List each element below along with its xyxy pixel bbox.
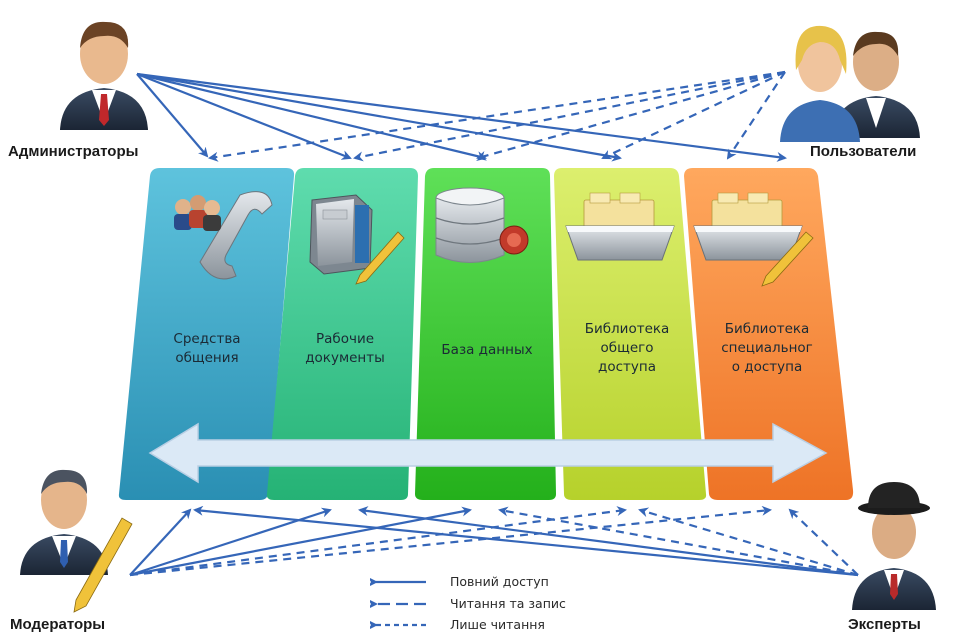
- experts-label: Эксперты: [848, 616, 921, 633]
- legend-read-write: Читання та запис: [450, 596, 566, 611]
- column-label-public-library: Библиотека общего доступа: [584, 321, 670, 375]
- people-phone-icon: [174, 191, 273, 280]
- legend-read-only: Лише читання: [450, 617, 545, 632]
- column-label-database: База данных: [441, 342, 533, 358]
- legend-full-access: Повний доступ: [450, 574, 549, 589]
- column-label-work-documents: Рабочие документы: [305, 331, 385, 366]
- users-label: Пользователи: [810, 143, 917, 160]
- column-communication: [118, 168, 295, 500]
- database-icon: [435, 187, 529, 263]
- address-book-icon: [309, 194, 405, 285]
- users-avatar-icon: [780, 25, 920, 142]
- moderator-avatar-icon: [20, 469, 133, 613]
- administrators-label: Администраторы: [8, 143, 139, 160]
- access-arrows: [129, 70, 859, 577]
- administrator-avatar-icon: [60, 21, 148, 130]
- file-tray-icon: [565, 192, 675, 261]
- legend-arrows: [370, 577, 426, 630]
- moderators-label: Модераторы: [10, 616, 106, 633]
- column-label-communication: Средства общения: [173, 331, 241, 366]
- expert-avatar-icon: [852, 482, 936, 610]
- bidirectional-band-arrow: [148, 422, 828, 484]
- column-work-documents: [266, 168, 418, 500]
- column-label-special-library: Библиотека специальног о доступа: [721, 321, 813, 375]
- file-tray-pencil-icon: [693, 192, 814, 287]
